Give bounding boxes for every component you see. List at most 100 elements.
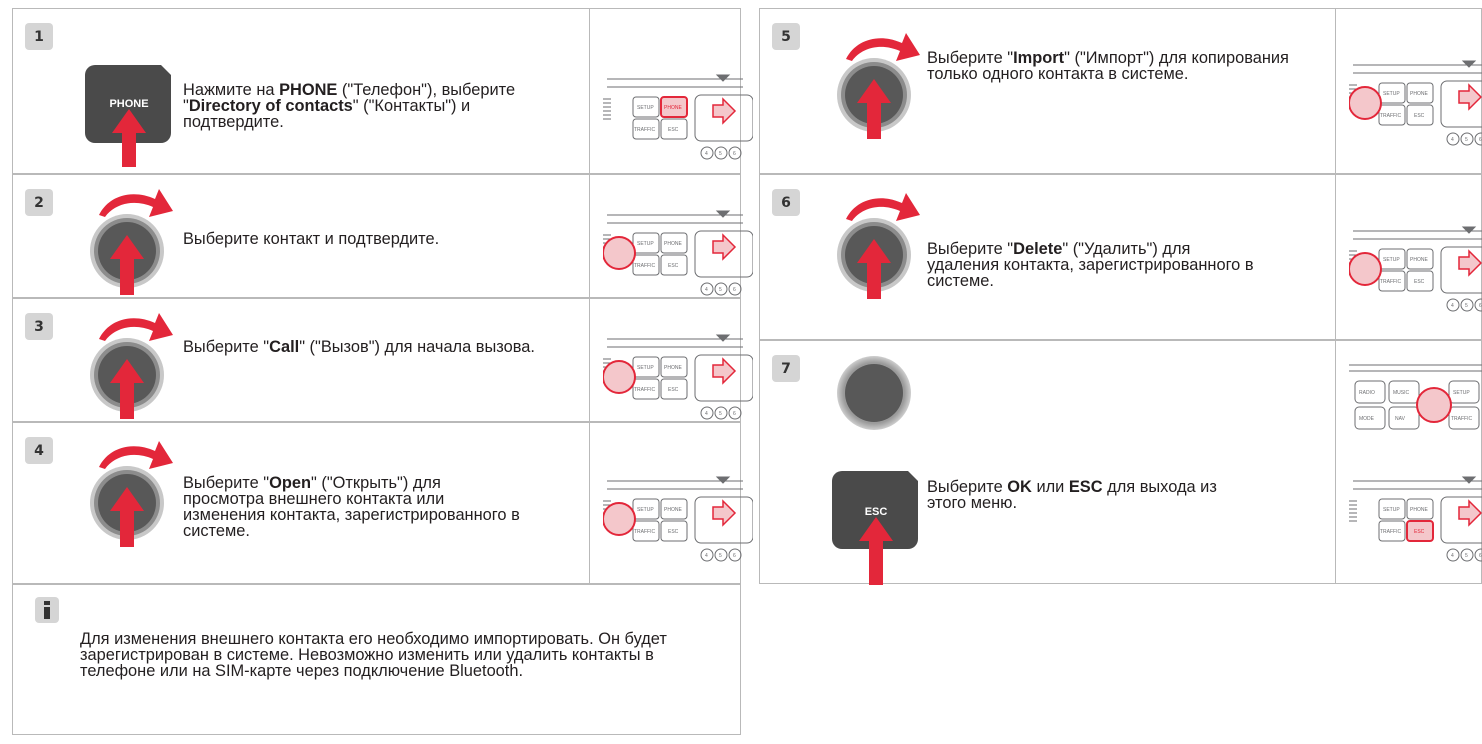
step-text: Выберите "Open" ("Открыть") для просмотр… bbox=[183, 475, 523, 539]
esc-key-icon: ESC bbox=[822, 467, 926, 590]
step-text: Выберите "Import" ("Импорт") для копиров… bbox=[927, 50, 1312, 82]
step-7: 7 ESC Выберите OK или ESC для выхода из … bbox=[759, 340, 1482, 585]
bold-term: ESC bbox=[1068, 478, 1103, 496]
step-text: Выберите "Call" ("Вызов") для начала выз… bbox=[183, 339, 563, 355]
svg-text:4: 4 bbox=[705, 151, 708, 157]
svg-text:TRAFFIC: TRAFFIC bbox=[1380, 113, 1401, 119]
step-4: 4 Выберите "Open" ("Открыть") для просмо… bbox=[12, 422, 754, 584]
svg-text:PHONE: PHONE bbox=[664, 365, 682, 371]
svg-text:4: 4 bbox=[1451, 553, 1454, 559]
svg-text:PHONE: PHONE bbox=[1410, 257, 1428, 263]
svg-text:SETUP: SETUP bbox=[637, 365, 654, 371]
step-3: 3 Выберите "Call" ("Вызов") для начала в… bbox=[12, 298, 754, 424]
text-segment: Выберите " bbox=[927, 240, 1014, 258]
column-separator bbox=[589, 175, 590, 297]
text-segment: " ("Удалить") для удаления контакта, зар… bbox=[927, 240, 1254, 290]
step-number: 1 bbox=[25, 23, 53, 50]
svg-text:MODE: MODE bbox=[1359, 416, 1375, 422]
svg-text:PHONE: PHONE bbox=[1410, 91, 1428, 97]
text-segment: для выхода из этого меню. bbox=[927, 478, 1217, 512]
svg-text:PHONE: PHONE bbox=[1410, 507, 1428, 513]
bold-term: PHONE bbox=[279, 81, 338, 99]
column-separator bbox=[1335, 175, 1336, 339]
svg-text:ESC: ESC bbox=[1414, 529, 1425, 535]
bold-term: Delete bbox=[1013, 240, 1063, 258]
svg-text:TRAFFIC: TRAFFIC bbox=[1380, 279, 1401, 285]
svg-text:ESC: ESC bbox=[668, 127, 679, 133]
svg-text:SETUP: SETUP bbox=[1383, 257, 1400, 263]
phone-key-icon: PHONE bbox=[75, 57, 179, 172]
phone-key-label: PHONE bbox=[109, 98, 148, 110]
svg-text:PHONE: PHONE bbox=[664, 105, 682, 111]
svg-text:TRAFFIC: TRAFFIC bbox=[1380, 529, 1401, 535]
panel-phone-highlight: SETUP PHONE TRAFFIC ESC 4 5 6 bbox=[603, 69, 754, 178]
step-1: 1 PHONE Нажмите на PHONE ("Телефон"), вы… bbox=[12, 8, 754, 174]
svg-text:5: 5 bbox=[719, 151, 722, 157]
svg-text:TRAFFIC: TRAFFIC bbox=[1451, 416, 1472, 422]
rotary-knob-icon bbox=[75, 183, 179, 300]
svg-text:ESC: ESC bbox=[668, 529, 679, 535]
svg-text:TRAFFIC: TRAFFIC bbox=[634, 263, 655, 269]
svg-text:ESC: ESC bbox=[668, 263, 679, 269]
text-segment: " ("Открыть") для просмотра внешнего кон… bbox=[183, 474, 520, 540]
text-segment: " ("Вызов") для начала вызова. bbox=[299, 338, 535, 356]
svg-text:TRAFFIC: TRAFFIC bbox=[634, 387, 655, 393]
step-number: 6 bbox=[772, 189, 800, 216]
step-number: 3 bbox=[25, 313, 53, 340]
bold-term: OK bbox=[1007, 478, 1032, 496]
svg-text:4: 4 bbox=[705, 287, 708, 293]
svg-text:TRAFFIC: TRAFFIC bbox=[634, 529, 655, 535]
column-separator bbox=[589, 423, 590, 583]
step-number: 5 bbox=[772, 23, 800, 50]
text-segment: Нажмите на bbox=[183, 81, 280, 99]
svg-text:6: 6 bbox=[733, 553, 736, 559]
info-text: Для изменения внешнего контакта его необ… bbox=[80, 630, 667, 680]
svg-text:NAV: NAV bbox=[1395, 416, 1406, 422]
svg-text:ESC: ESC bbox=[1414, 279, 1425, 285]
step-number: 2 bbox=[25, 189, 53, 216]
panel-knob-highlight: SETUP PHONE TRAFFIC ESC 4 5 6 bbox=[602, 471, 754, 580]
step-text: Выберите OK или ESC для выхода из этого … bbox=[927, 479, 1257, 511]
svg-text:SETUP: SETUP bbox=[637, 507, 654, 513]
bold-term: Import bbox=[1013, 49, 1065, 67]
svg-text:SETUP: SETUP bbox=[637, 105, 654, 111]
text-segment: Выберите " bbox=[927, 49, 1014, 67]
svg-text:SETUP: SETUP bbox=[1383, 507, 1400, 513]
svg-text:6: 6 bbox=[733, 287, 736, 293]
text-segment: " ("Импорт") для копирования только одно… bbox=[927, 49, 1289, 83]
svg-text:PHONE: PHONE bbox=[664, 507, 682, 513]
text-segment: " ("Контакты") и подтвердите. bbox=[183, 97, 471, 131]
svg-text:SETUP: SETUP bbox=[637, 241, 654, 247]
svg-text:6: 6 bbox=[1479, 303, 1482, 309]
column-separator bbox=[589, 299, 590, 421]
bold-term: Directory of contacts bbox=[188, 97, 353, 115]
svg-text:4: 4 bbox=[1451, 303, 1454, 309]
text-segment: Выберите " bbox=[183, 338, 270, 356]
step-text: Нажмите на PHONE ("Телефон"), выберите "… bbox=[183, 82, 553, 130]
rotary-knob-icon bbox=[75, 307, 179, 424]
svg-text:TRAFFIC: TRAFFIC bbox=[634, 127, 655, 133]
rotary-knob-icon bbox=[822, 27, 926, 144]
step-text: Выберите контакт и подтвердите. bbox=[183, 231, 563, 247]
ok-knob-icon bbox=[822, 353, 926, 436]
text-segment: ("Телефон"), выберите " bbox=[183, 81, 516, 115]
svg-text:6: 6 bbox=[733, 151, 736, 157]
bold-term: Open bbox=[269, 474, 312, 492]
step-6: 6 Выберите "Delete" ("Удалить") для удал… bbox=[759, 174, 1482, 340]
svg-text:MUSIC: MUSIC bbox=[1393, 390, 1410, 396]
svg-text:ESC: ESC bbox=[1414, 113, 1425, 119]
rotary-knob-icon bbox=[75, 435, 179, 552]
svg-text:PHONE: PHONE bbox=[664, 241, 682, 247]
step-text: Выберите "Delete" ("Удалить") для удален… bbox=[927, 241, 1257, 289]
step-5: 5 Выберите "Import" ("Импорт") для копир… bbox=[759, 8, 1482, 174]
svg-text:4: 4 bbox=[705, 553, 708, 559]
svg-text:5: 5 bbox=[719, 553, 722, 559]
svg-text:SETUP: SETUP bbox=[1453, 390, 1470, 396]
svg-text:5: 5 bbox=[1465, 553, 1468, 559]
info-box: Для изменения внешнего контакта его необ… bbox=[12, 584, 741, 735]
